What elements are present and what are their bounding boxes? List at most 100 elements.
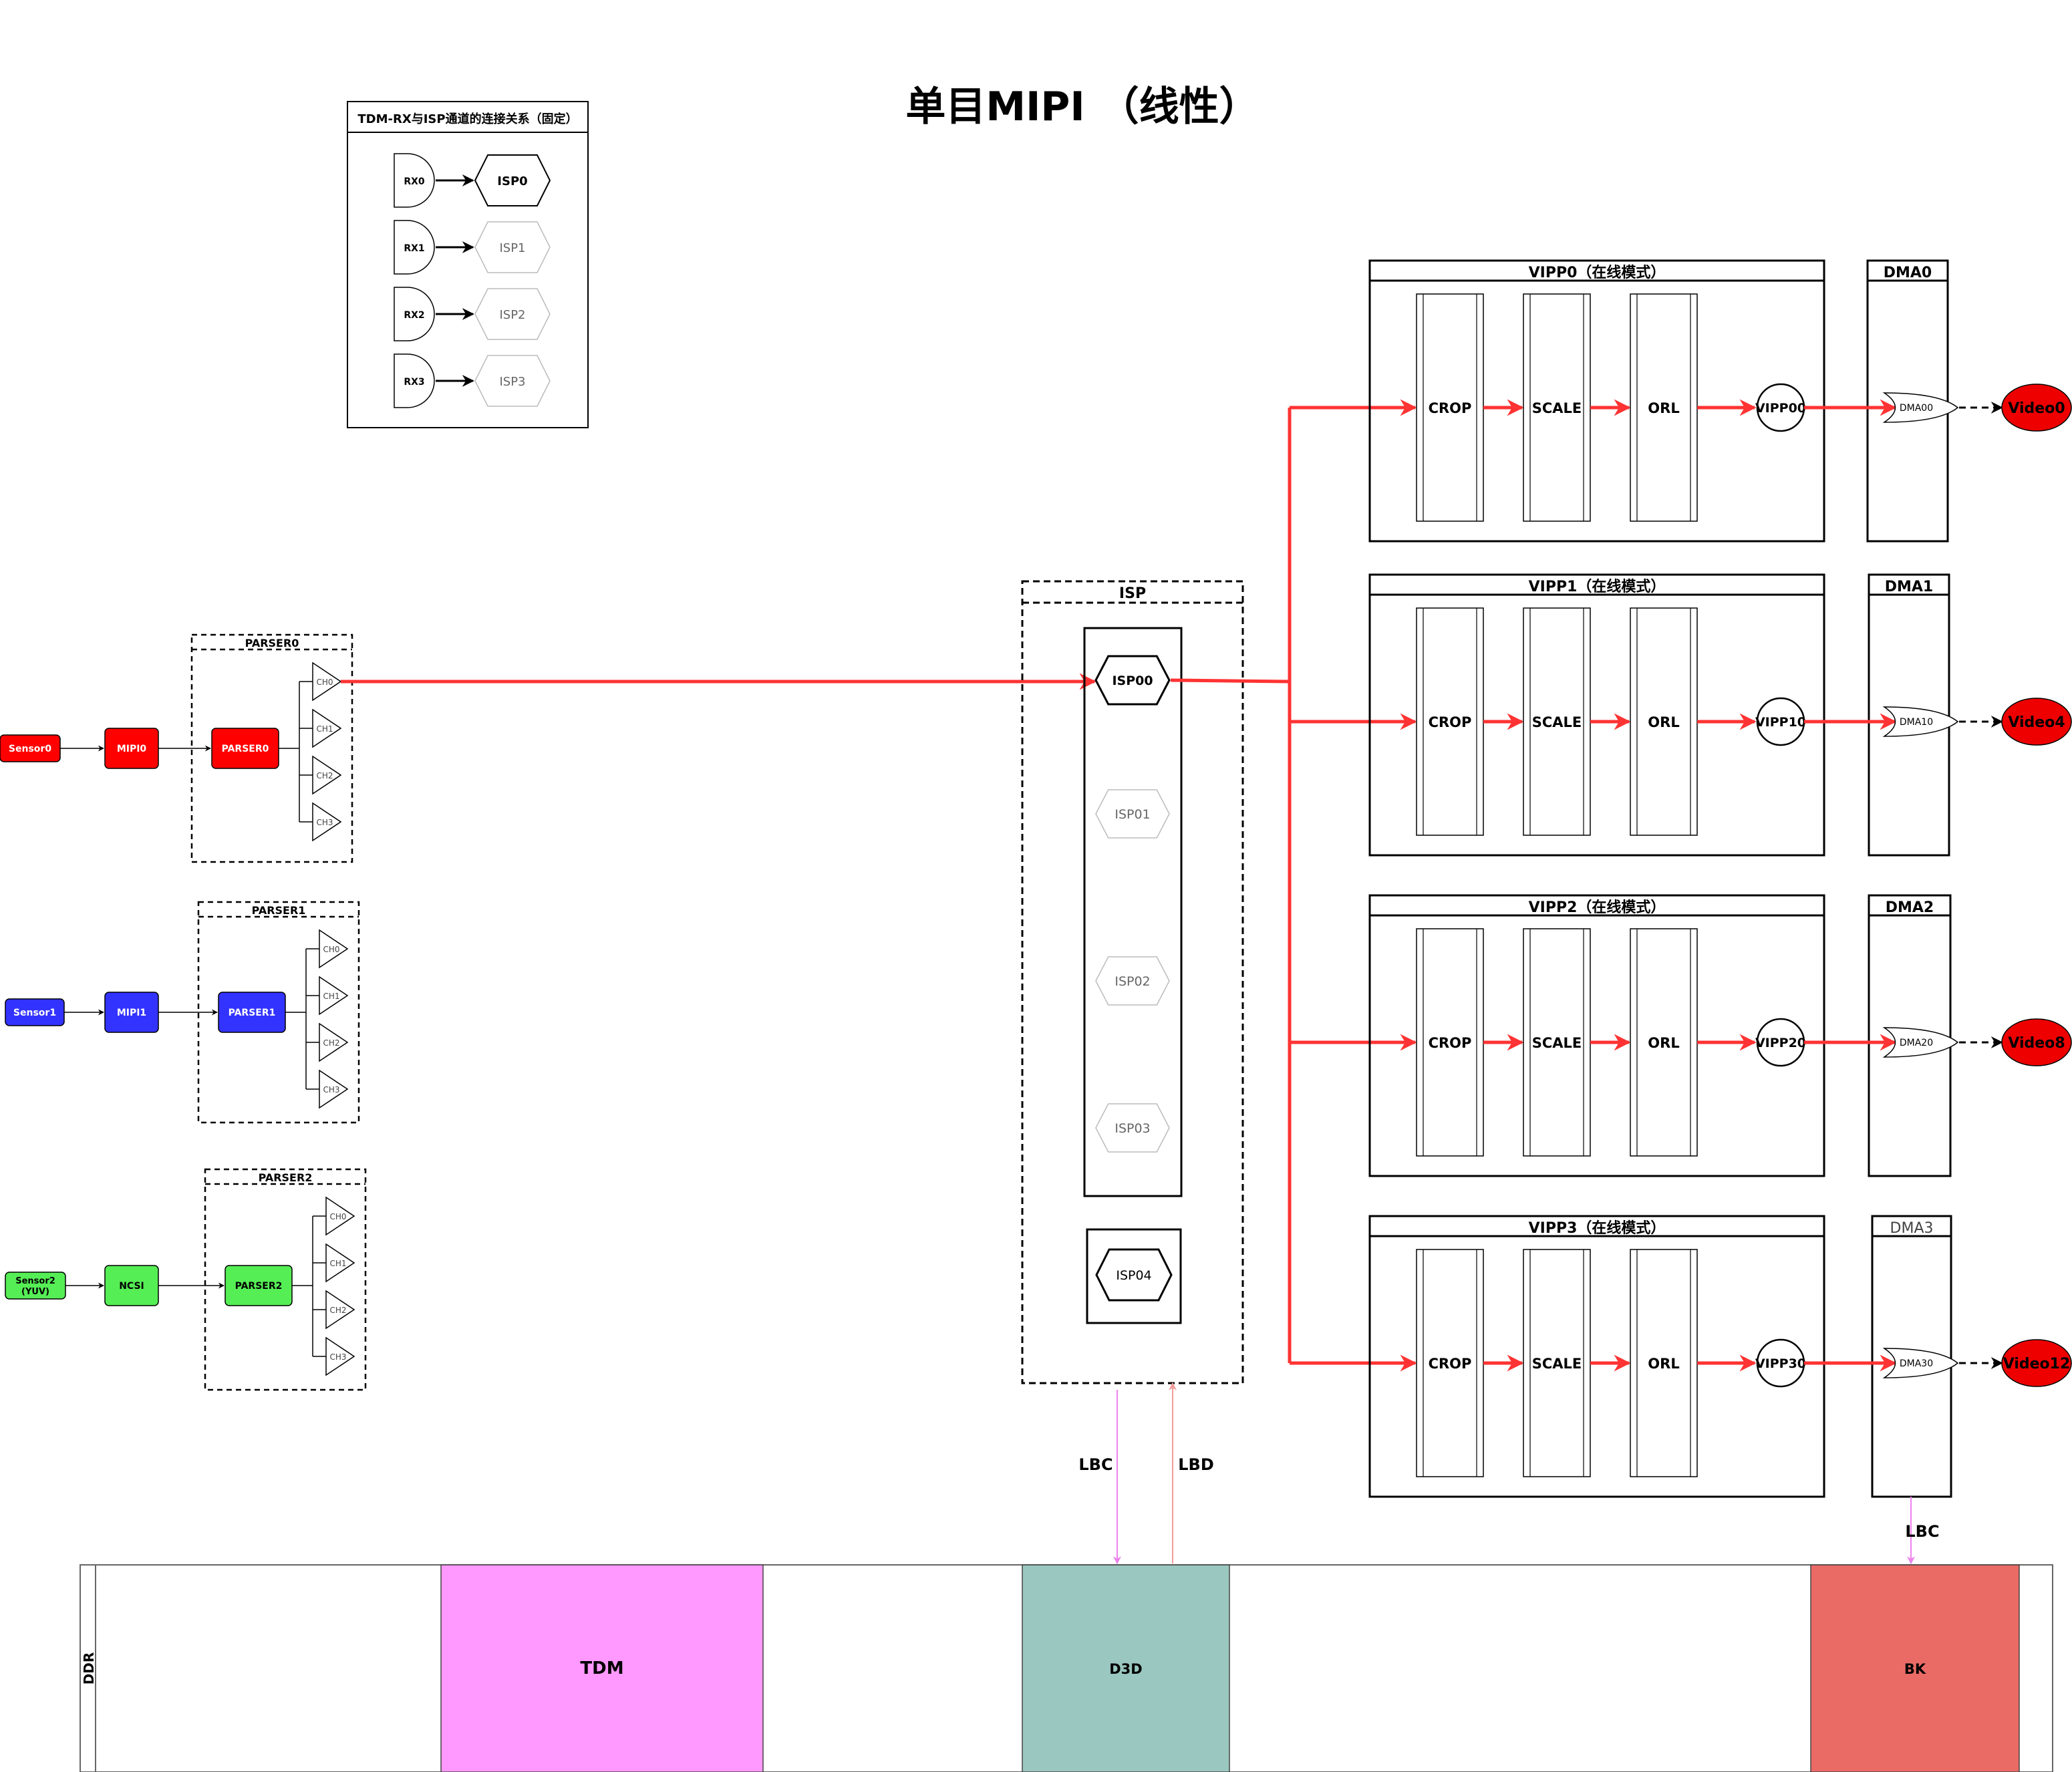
vipp-title: VIPP1（在线模式） <box>1529 578 1666 595</box>
channel-triangle-icon <box>325 1196 355 1236</box>
vipp-stage-crop[interactable] <box>1416 293 1484 522</box>
rx-gate-icon <box>394 220 435 275</box>
isp-node-hex-icon <box>1095 789 1170 839</box>
vipp-stage-label: SCALE <box>1532 400 1582 416</box>
channel-triangle-icon <box>319 1022 349 1062</box>
channel-triangle-icon <box>319 1069 349 1109</box>
isp-label: ISP2 <box>499 308 525 322</box>
rx-label: RX1 <box>404 243 424 254</box>
vipp-output-label: VIPP20 <box>1755 1036 1806 1050</box>
parser-group <box>204 1168 367 1391</box>
channel-triangle-icon <box>312 661 342 702</box>
vipp-stage-crop[interactable] <box>1416 607 1484 836</box>
vipp-title: VIPP2（在线模式） <box>1529 899 1666 916</box>
parser-group-title: PARSER0 <box>245 637 299 649</box>
video-node[interactable] <box>2001 384 2072 432</box>
dma-title: DMA3 <box>1890 1220 1934 1237</box>
vipp-stage-label: ORL <box>1648 1035 1679 1051</box>
vipp-container <box>1368 573 1825 857</box>
isp-node-label: ISP00 <box>1112 674 1153 688</box>
lbc-label: LBC <box>1078 1455 1113 1474</box>
video-label: Video12 <box>2003 1356 2071 1372</box>
video-node[interactable] <box>2001 1018 2072 1066</box>
sensor-label: Sensor2(YUV) <box>15 1276 55 1297</box>
vipp-stage-crop[interactable] <box>1416 1249 1484 1477</box>
sensor-chain: Sensor2(YUV)NCSIPARSER2PARSER2CH0CH1CH2C… <box>5 1168 367 1391</box>
vipp-title: VIPP3（在线模式） <box>1529 1219 1666 1237</box>
legend-row: RX1 ISP1 <box>394 220 551 275</box>
ddr-label: DDR <box>81 1652 97 1685</box>
isp-label: ISP1 <box>499 241 525 255</box>
vipp-container <box>1368 1215 1825 1498</box>
vipp-stage-label: SCALE <box>1532 1356 1582 1372</box>
isp-node-label: ISP02 <box>1115 974 1150 989</box>
channel-triangle-icon <box>325 1290 355 1330</box>
ddr-block-label: D3D <box>1109 1661 1142 1677</box>
channel-triangle-icon <box>312 708 342 748</box>
vipp-stage-scale[interactable] <box>1523 928 1591 1157</box>
channel-triangle-icon <box>319 929 349 969</box>
rx-label: RX3 <box>404 377 424 388</box>
isp-group-title: ISP <box>1119 585 1146 602</box>
channel-label: CH1 <box>316 724 333 734</box>
isp-label: ISP3 <box>499 375 525 389</box>
ddr-block-label: BK <box>1904 1661 1926 1677</box>
video-node[interactable] <box>2001 1339 2072 1387</box>
isp-node-label: ISP01 <box>1115 807 1150 822</box>
ddr-block-label: TDM <box>580 1658 623 1678</box>
sensor-label: Sensor0 <box>9 744 51 754</box>
isp-node-hex-icon <box>1094 655 1171 706</box>
memory-links: LBC LBD LBC <box>1078 1382 1940 1565</box>
channel-label: CH1 <box>323 992 339 1001</box>
dma-gate-icon <box>1882 392 1959 423</box>
parser-group <box>197 901 360 1124</box>
channel-label: CH0 <box>323 945 339 954</box>
dma-container <box>1868 573 1950 857</box>
dma-container <box>1868 894 1952 1177</box>
vipp-stage-scale[interactable] <box>1523 293 1591 522</box>
dma-gate-icon <box>1882 1027 1959 1058</box>
channel-label: CH3 <box>316 818 333 827</box>
isp-extra-box <box>1086 1228 1182 1324</box>
parser-group <box>190 633 353 863</box>
ddr-block-tdm <box>440 1564 764 1772</box>
dma-label: DMA10 <box>1900 717 1933 728</box>
dma-gate-icon <box>1882 706 1959 737</box>
vipp-stage-orl[interactable] <box>1630 293 1698 522</box>
isp-node-label: ISP03 <box>1115 1121 1150 1136</box>
channel-label: CH0 <box>329 1212 346 1221</box>
vipp-stage-scale[interactable] <box>1523 607 1591 836</box>
vipp-title: VIPP0（在线模式） <box>1529 264 1666 281</box>
vipp-stage-label: CROP <box>1429 400 1472 416</box>
rx-gate-icon <box>394 153 435 208</box>
vipp-stage-scale[interactable] <box>1523 1249 1591 1477</box>
mipi-label: MIPI1 <box>117 1008 146 1018</box>
ddr-block-bk <box>1810 1564 2020 1772</box>
vipp-output-label: VIPP30 <box>1755 1356 1806 1371</box>
parser-label: PARSER0 <box>222 744 269 754</box>
isp-node-hex-icon <box>1095 956 1170 1006</box>
isp-hex-icon <box>474 154 551 206</box>
video-label: Video0 <box>2008 400 2065 417</box>
rx-gate-icon <box>394 353 435 408</box>
isp-inner-box <box>1083 627 1183 1197</box>
ddr-lane: DDR TDM D3D BK <box>80 1564 2053 1772</box>
isp-label: ISP0 <box>497 174 527 188</box>
isp-node-hex-icon <box>1095 1103 1170 1153</box>
video-node[interactable] <box>2001 698 2072 746</box>
parser-label: PARSER1 <box>229 1008 276 1018</box>
channel-label: CH2 <box>323 1038 339 1048</box>
vipp-stage-orl[interactable] <box>1630 928 1698 1157</box>
vipp-stage-label: ORL <box>1648 1356 1679 1372</box>
lbc-dma-label: LBC <box>1905 1522 1939 1541</box>
vipp-stage-label: ORL <box>1648 400 1679 416</box>
isp-hex-icon <box>474 288 551 340</box>
